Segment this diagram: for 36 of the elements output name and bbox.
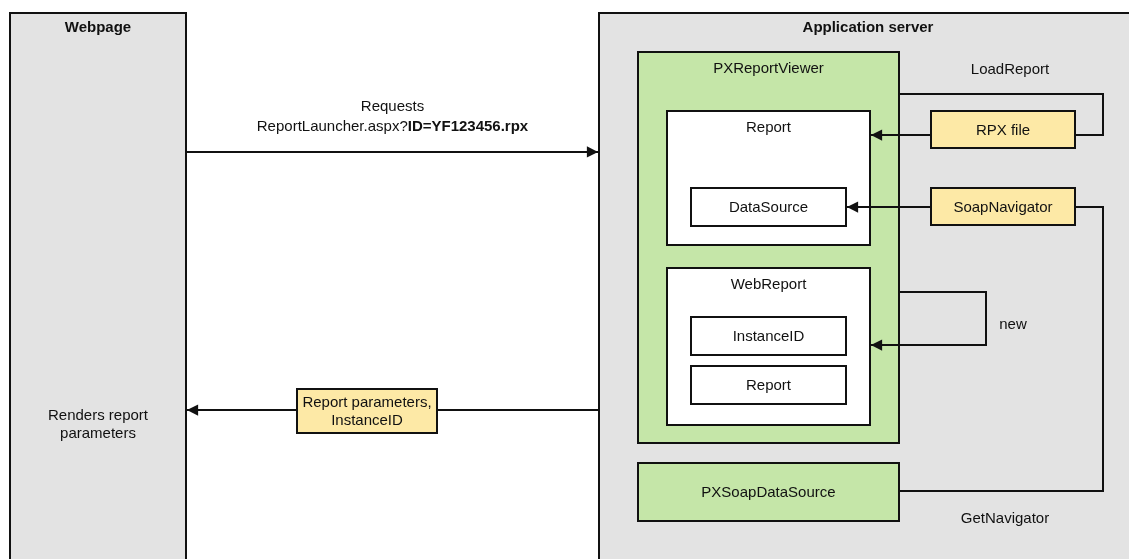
box-label: DataSource xyxy=(727,198,810,216)
panel-title: Application server xyxy=(801,18,935,36)
edge-label: GetNavigator xyxy=(959,508,1051,528)
edge-label: LoadReport xyxy=(969,59,1051,79)
component-box xyxy=(637,51,900,444)
panel-text: Renders report parameters xyxy=(46,406,150,442)
edge-label: new xyxy=(998,314,1028,334)
arrow xyxy=(186,146,599,158)
connector-line xyxy=(437,409,599,411)
panel-title: Webpage xyxy=(63,18,133,36)
box-label: PXSoapDataSource xyxy=(700,483,837,501)
box-label: SoapNavigator xyxy=(952,197,1054,216)
connector-line xyxy=(899,93,1104,136)
box-label: RPX file xyxy=(974,120,1032,139)
edge-label: Requests ReportLauncher.aspx?ID=YF123456.rpx xyxy=(255,96,530,136)
file-box xyxy=(930,110,1076,149)
server-panel xyxy=(598,12,1129,559)
object-box xyxy=(930,187,1076,226)
webpage-panel xyxy=(9,12,187,559)
component-box xyxy=(637,462,900,522)
arrow xyxy=(870,291,987,351)
arrow xyxy=(846,201,931,213)
component-box xyxy=(690,365,847,405)
box-label: Report parameters, InstanceID xyxy=(301,393,433,429)
connector-line xyxy=(899,206,1104,492)
arrow xyxy=(870,129,931,141)
component-box xyxy=(666,267,871,426)
box-label: InstanceID xyxy=(731,327,806,345)
box-label: Report xyxy=(745,376,792,394)
component-box xyxy=(690,187,847,227)
panel-title: PXReportViewer xyxy=(712,59,825,77)
component-box xyxy=(666,110,871,246)
panel-title: Report xyxy=(745,118,792,136)
panel-title: WebReport xyxy=(729,275,808,293)
arrow xyxy=(186,404,297,416)
component-box xyxy=(690,316,847,356)
